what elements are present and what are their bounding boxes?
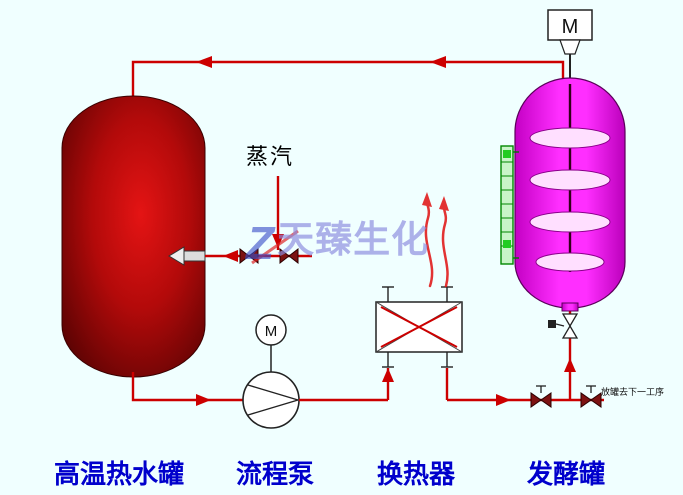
valve-wedge bbox=[288, 247, 299, 265]
caption-pump: 流程泵 bbox=[236, 459, 315, 489]
fermenter-motor-label: M bbox=[562, 16, 579, 38]
pump-motor-label: M bbox=[265, 323, 278, 340]
pipe-top-return bbox=[131, 56, 565, 100]
watermark-flame-tip bbox=[422, 192, 432, 207]
caption-fermenter: 发酵罐 bbox=[527, 459, 606, 489]
pipe-hx-to-fermenter bbox=[445, 305, 604, 406]
watermark-graphics bbox=[251, 192, 449, 288]
valve-discharge-1 bbox=[530, 385, 552, 408]
watermark-flame bbox=[441, 200, 449, 288]
fermenter-motor-box bbox=[547, 9, 593, 41]
steam-valve-2 bbox=[279, 247, 299, 265]
flow-arrow-up-icon bbox=[382, 368, 394, 382]
valve-actuator-link bbox=[555, 323, 565, 327]
valve-actuator bbox=[548, 320, 556, 328]
valve-wedge bbox=[561, 324, 579, 339]
nozzle-tip bbox=[168, 246, 185, 266]
impeller-blade bbox=[529, 211, 611, 233]
steam-label: 蒸汽 bbox=[246, 144, 295, 169]
pump-casing bbox=[242, 371, 300, 429]
caption-hot-water-tank: 高温热水罐 bbox=[54, 459, 185, 489]
valve-wedge bbox=[239, 247, 250, 265]
valve-wedge bbox=[590, 392, 602, 408]
nozzle-stem bbox=[183, 250, 206, 262]
discharge-note: 放罐去下一工序 bbox=[601, 387, 665, 397]
valve-discharge-2 bbox=[580, 385, 602, 408]
pump: M bbox=[242, 314, 300, 429]
caption-heat-exchanger: 换热器 bbox=[377, 459, 456, 489]
valve-wedge bbox=[580, 392, 592, 408]
gauge-float-top bbox=[503, 150, 511, 158]
flow-arrow-down-icon bbox=[272, 234, 284, 248]
valve-wedge bbox=[530, 392, 542, 408]
flow-arrow-left-icon bbox=[430, 56, 446, 68]
watermark-flame-tip bbox=[439, 196, 449, 211]
flow-arrow-left-icon bbox=[223, 250, 238, 262]
pump-impeller-line bbox=[247, 399, 299, 416]
steam-line bbox=[205, 176, 312, 265]
fermenter: M bbox=[500, 9, 626, 312]
watermark-swoosh bbox=[251, 229, 299, 265]
pump-motor-circle bbox=[255, 314, 287, 346]
flow-arrow-right-icon bbox=[496, 394, 511, 406]
flow-arrow-right-icon bbox=[196, 394, 211, 406]
heat-exchanger bbox=[375, 286, 463, 368]
pump-impeller-line bbox=[247, 384, 299, 401]
motor-coupling bbox=[559, 39, 581, 55]
valve-wedge bbox=[279, 247, 290, 265]
impeller-blade bbox=[529, 169, 611, 191]
watermark-flame bbox=[424, 196, 434, 288]
pipe-top-return-path bbox=[131, 60, 565, 100]
fermenter-bottom-nozzle bbox=[561, 302, 579, 312]
pipe-pump-to-hx bbox=[299, 368, 394, 402]
valve-fermenter-bottom bbox=[548, 313, 579, 339]
hot-water-tank bbox=[61, 95, 206, 378]
impeller-blade bbox=[535, 252, 605, 272]
impeller-blade bbox=[529, 127, 611, 149]
gauge-float-bottom bbox=[503, 240, 511, 248]
hx-hot-cross bbox=[380, 306, 458, 348]
flow-arrow-up-icon bbox=[564, 358, 576, 372]
level-gauge bbox=[500, 145, 519, 265]
pipe-tank-to-pump bbox=[131, 372, 243, 406]
flow-arrow-left-icon bbox=[196, 56, 212, 68]
valve-wedge bbox=[561, 313, 579, 328]
hot-water-tank-body bbox=[61, 95, 206, 378]
valve-wedge bbox=[540, 392, 552, 408]
